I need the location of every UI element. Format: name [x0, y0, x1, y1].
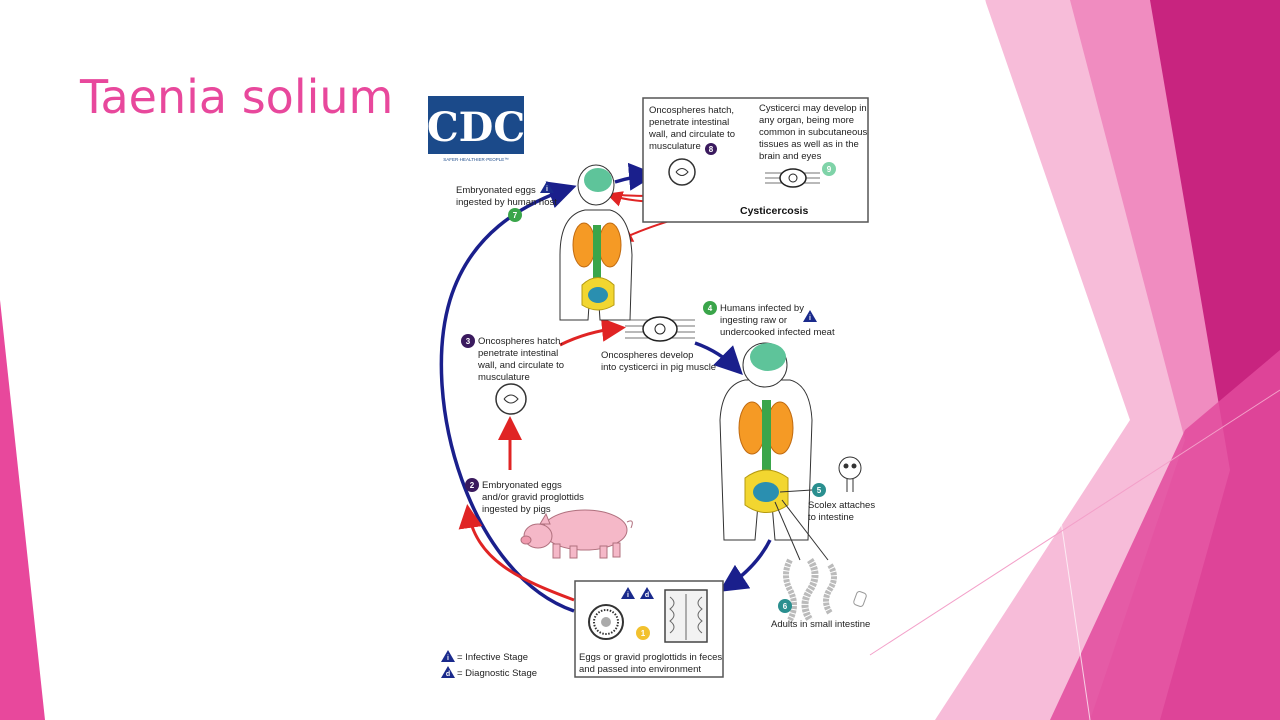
step-7-badge — [508, 208, 522, 222]
infective-stage-icon — [803, 310, 817, 322]
svg-text:2: 2 — [470, 481, 475, 490]
svg-text:d: d — [645, 592, 649, 599]
step-8-label: Oncospheres hatch, penetrate intestinal … — [648, 105, 738, 152]
svg-text:8: 8 — [709, 145, 714, 154]
brain-icon — [750, 343, 786, 371]
step-6-badge — [778, 599, 792, 613]
brain-icon — [584, 168, 612, 192]
step-2-badge — [465, 478, 479, 492]
intestine-icon — [753, 482, 779, 502]
decor-line — [984, 0, 1091, 720]
step-1-badge — [636, 626, 650, 640]
legend-diagnostic-label: = Diagnostic Stage — [457, 668, 537, 679]
gravid-proglottid-icon — [664, 589, 708, 643]
legend-infective-label: = Infective Stage — [457, 652, 528, 663]
step-3-badge — [461, 334, 475, 348]
adult-tapeworm-icon — [783, 558, 867, 622]
lung-icon — [572, 222, 596, 268]
svg-text:d: d — [446, 671, 450, 678]
oncosphere-icon — [668, 158, 696, 186]
infective-stage-icon — [621, 587, 635, 599]
step-4-label: Humans infected by ingesting raw or unde… — [720, 303, 835, 338]
right-bottom-shape — [1050, 350, 1280, 720]
step-7-label: Embryonated eggs ingested by human host — [456, 185, 557, 208]
scolex-icon — [838, 456, 862, 492]
cysticercosis-label: Cysticercosis — [740, 205, 808, 217]
svg-text:i: i — [627, 592, 629, 599]
human-host-figure — [559, 164, 633, 321]
human-intestine-figure — [719, 342, 813, 541]
pig-icon — [520, 509, 633, 559]
svg-text:7: 7 — [513, 211, 518, 220]
left-accent-shape — [0, 300, 45, 720]
cycle-arrow-pig-ingestion — [458, 504, 575, 602]
slide-title: Taenia solium — [80, 70, 394, 124]
step-9-badge — [822, 162, 836, 176]
infective-stage-icon — [540, 181, 554, 193]
svg-text:i: i — [546, 186, 548, 193]
step-5-label: Scolex attaches to intestine — [808, 500, 878, 523]
lung-icon — [598, 222, 622, 268]
step-3-label: Oncospheres hatch, penetrate intestinal … — [477, 336, 567, 383]
svg-text:3: 3 — [466, 337, 471, 346]
stage-legend: i = Infective Stage d = Diagnostic Stage — [441, 650, 537, 679]
step-9-label: Cysticerci may develop in any organ, bei… — [759, 103, 870, 162]
svg-text:6: 6 — [783, 602, 788, 611]
pig-muscle-label: Oncospheres develop into cysticerci in p… — [601, 350, 716, 373]
svg-text:5: 5 — [817, 486, 822, 495]
step-4-badge — [703, 301, 717, 315]
step-6-label: Adults in small intestine — [771, 619, 870, 630]
cdc-tagline: SAFER·HEALTHIER·PEOPLE™ — [443, 157, 508, 162]
lung-icon — [738, 401, 766, 455]
cdc-logo: CDC SAFER·HEALTHIER·PEOPLE™ — [427, 96, 525, 162]
step-2-label: Embryonated eggs and/or gravid proglotti… — [482, 480, 587, 515]
step-8-badge — [705, 143, 717, 155]
svg-text:1: 1 — [641, 629, 646, 638]
step-1-label: Eggs or gravid proglottids in feces and … — [579, 652, 725, 675]
svg-text:9: 9 — [827, 165, 832, 174]
taenia-egg-icon — [588, 604, 624, 640]
cycle-arrow-to-pig-muscle — [559, 317, 626, 347]
cycle-arrow-to-human — [694, 341, 743, 375]
decor-line — [869, 389, 1280, 656]
cysticercus-icon — [765, 168, 820, 188]
step-5-badge — [812, 483, 826, 497]
oncosphere-icon — [495, 383, 527, 415]
svg-text:i: i — [447, 655, 449, 662]
cdc-logo-text: CDC — [427, 104, 525, 151]
svg-text:4: 4 — [708, 304, 713, 313]
svg-text:i: i — [809, 315, 811, 322]
infective-stage-icon — [441, 650, 455, 662]
intestine-icon — [588, 287, 608, 303]
diagnostic-stage-icon — [640, 587, 654, 599]
cycle-arrow-to-feces — [719, 539, 772, 592]
diagnostic-stage-icon — [441, 666, 455, 678]
pig-muscle-cyst-icon — [625, 316, 695, 342]
